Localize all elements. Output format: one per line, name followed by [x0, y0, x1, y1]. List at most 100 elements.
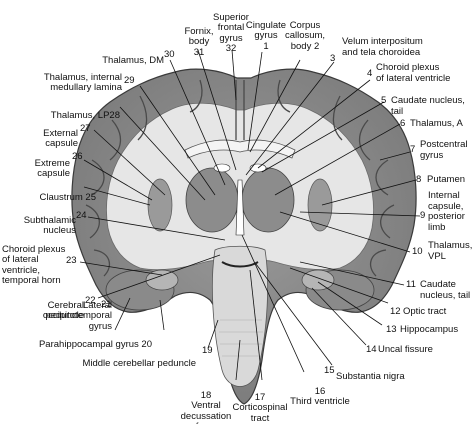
label-21-number: 21: [101, 299, 112, 310]
label-19: Middle cerebellar peduncle: [82, 357, 196, 369]
label-22: Cerebral peduncle: [45, 299, 84, 321]
label-20: Parahippocampal gyrus 20: [38, 338, 152, 350]
leader-28: [119, 106, 206, 201]
label-11-number: 11: [406, 279, 416, 290]
label-26: Extreme capsule: [34, 157, 70, 179]
leader-4: [257, 79, 371, 169]
label-13-number: 13: [386, 324, 397, 335]
label-30-number: 30: [164, 49, 175, 60]
label-27: External capsule: [43, 127, 78, 149]
label-25: Claustrum 25: [39, 191, 96, 203]
label-12-number: 12: [390, 306, 401, 317]
leader-14: [311, 287, 367, 346]
label-11: Caudate nucleus, tail: [420, 279, 471, 301]
brainstem: [211, 245, 269, 387]
leader-17: [249, 269, 263, 381]
leader-32: [231, 49, 237, 101]
label-6: Thalamus, A: [410, 118, 463, 129]
sulci: [85, 79, 395, 277]
label-6-number: 6: [400, 118, 406, 129]
label-15: Substantia nigra: [336, 371, 405, 382]
leader-8: [321, 179, 417, 206]
leader-7: [379, 151, 411, 161]
label-24: Subthalamic nucleus: [23, 214, 76, 236]
leader-25: [83, 186, 151, 206]
leader-29: [139, 85, 216, 196]
leader-18: [235, 339, 241, 381]
leader-21: [114, 297, 131, 331]
label-30: Thalamus, DM: [102, 54, 164, 66]
leader-6: [274, 123, 401, 196]
label-13: Hippocampus: [400, 324, 459, 335]
label-14: Uncal fissure: [378, 344, 433, 355]
leader-2: [249, 59, 301, 153]
leader-3: [245, 61, 335, 176]
label-9-number: 9: [420, 210, 426, 221]
label-29: Thalamus, internal medullary lamina: [43, 71, 122, 93]
leader-10: [279, 211, 411, 253]
label-10: Thalamus, VPL: [428, 240, 473, 262]
leader-11: [299, 261, 405, 286]
label-12: Optic tract: [403, 306, 447, 317]
label-10-number: 10: [412, 246, 423, 257]
substantia-nigra: [221, 261, 259, 268]
label-29-number: 29: [124, 75, 135, 86]
label-9: Internal capsule, posterior limb: [428, 190, 465, 233]
leader-15: [255, 263, 333, 366]
label-24-number: 24: [76, 210, 87, 221]
label-28: Thalamus, LP28: [50, 109, 120, 121]
label-8-number: 8: [416, 174, 422, 185]
label-5-number: 5: [381, 95, 387, 106]
leader-9: [299, 211, 421, 217]
leader-30: [169, 59, 226, 186]
leader-5: [261, 101, 385, 173]
label-23-number: 23: [66, 255, 77, 266]
label-7: Postcentral gyrus: [420, 139, 468, 161]
label-3: Velum interpositum and tela choroidea: [342, 36, 423, 58]
leader-13: [317, 281, 383, 326]
label-5: Caudate nucleus, tail: [391, 95, 465, 117]
leader-27: [93, 129, 166, 196]
leader-16: [241, 234, 305, 373]
putamen-left: [147, 178, 173, 232]
leader-12: [289, 267, 389, 304]
label-19-number: 19: [202, 345, 213, 356]
label-3-number: 3: [330, 53, 336, 64]
thalamus-right: [241, 167, 295, 233]
label-21: Lateral occipitotemporal gyrus: [42, 299, 112, 332]
label-23: Choroid plexus of lateral ventricle, tem…: [2, 243, 66, 286]
putamen-right: [307, 178, 333, 232]
thalamus-left: [185, 167, 239, 233]
label-2: Corpus callosum, body 2: [284, 19, 326, 52]
corpus-callosum: [184, 139, 296, 159]
leader-22: [97, 254, 221, 299]
label-4: Choroid plexus of lateral ventricle: [376, 62, 451, 84]
pons-fibers: [219, 319, 263, 357]
leader-20: [159, 299, 165, 331]
hippocampus-right: [301, 269, 335, 291]
label-7-number: 7: [410, 144, 416, 155]
hippocampus-left: [145, 269, 179, 291]
label-27-number: 27: [80, 123, 91, 134]
label-14-number: 14: [366, 344, 377, 355]
label-26-number: 26: [72, 151, 83, 162]
leader-lines: [79, 49, 421, 381]
leader-31: [197, 49, 237, 171]
third-ventricle: [235, 179, 245, 236]
leader-23: [79, 261, 163, 276]
leader-26: [83, 159, 153, 201]
label-8: Putamen: [427, 174, 466, 185]
leader-24: [87, 216, 226, 241]
label-22-number: 22: [85, 295, 96, 306]
leader-19: [207, 319, 219, 349]
leader-1: [247, 51, 263, 151]
label-4-number: 4: [367, 68, 373, 79]
